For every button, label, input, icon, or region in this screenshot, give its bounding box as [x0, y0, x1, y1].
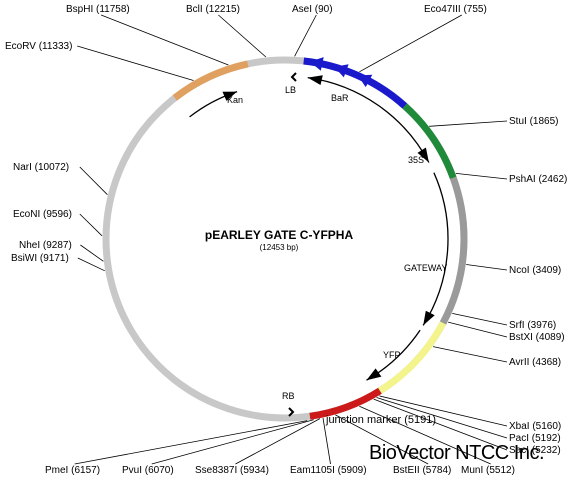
bar-direction-arrow: [307, 76, 430, 163]
restriction-site-label: Eam1105I (5909): [290, 465, 367, 476]
restriction-site-label: PvuI (6070): [122, 465, 174, 476]
site-leader-line: [79, 213, 103, 237]
restriction-site-label: BstEII (5784): [393, 465, 451, 476]
kan-label: Kan: [227, 95, 243, 105]
site-leader-line: [379, 395, 508, 427]
kan-arc: [172, 60, 249, 101]
bar-arrowhead: [357, 74, 373, 88]
site-leader-line: [322, 417, 331, 465]
inner-arrowheads: [222, 75, 435, 381]
site-leader-line: [74, 420, 308, 465]
bar-arrowheads: [309, 57, 373, 88]
restriction-site-label: SacI (5232): [509, 445, 561, 456]
site-leader-line: [359, 14, 462, 73]
restriction-site-label: PmeI (6157): [45, 465, 100, 476]
restriction-site-label: NcoI (3409): [509, 265, 561, 276]
brand-watermark: BioVector NTCC Inc.: [369, 442, 544, 464]
restriction-site-label: BclI (12215): [186, 4, 240, 15]
site-leader-line: [100, 14, 229, 66]
restriction-site-label: BspHI (11758): [66, 4, 130, 15]
restriction-site-label: PshAI (2462): [509, 174, 567, 185]
promoter-label: 35S: [408, 155, 424, 165]
junction-arc: [309, 387, 382, 420]
site-leader-line: [77, 45, 194, 81]
site-leader-line: [79, 166, 108, 195]
restriction-site-label: EcoRV (11333): [5, 41, 72, 52]
gateway-direction-arrow: [422, 172, 449, 326]
plasmid-title: pEARLEY GATE C-YFPHA: [205, 228, 354, 242]
restriction-site-label: Eco47III (755): [424, 4, 487, 15]
gateway-arc: [439, 176, 468, 325]
yfp-arc: [378, 321, 447, 394]
site-leader-line: [455, 173, 508, 180]
site-labels: BspHI (11758) BclI (12215) AseI (90) Eco47I…: [5, 4, 567, 476]
restriction-site-label: PacI (5192): [509, 433, 561, 444]
lb-label: LB: [285, 85, 296, 95]
direction-arrowhead: [307, 75, 323, 85]
restriction-site-label: BsiWI (9171): [11, 253, 69, 264]
site-leader-line: [452, 313, 508, 326]
site-leader-line: [429, 120, 508, 127]
site-leader-line: [151, 419, 314, 465]
restriction-site-label: BstXI (4089): [509, 332, 565, 343]
site-leader-line: [294, 14, 317, 57]
yfp-label: YFP: [383, 350, 401, 360]
bar-label: BaR: [331, 93, 349, 103]
gateway-label: GATEWAY: [404, 263, 447, 273]
site-leader-line: [235, 418, 321, 465]
promoter-arc: [402, 103, 457, 180]
restriction-site-label: NarI (10072): [13, 162, 69, 173]
site-leader-line: [80, 244, 104, 262]
direction-arrowhead: [417, 147, 429, 163]
direction-arrowhead: [366, 368, 382, 381]
site-leader-line: [335, 414, 429, 465]
site-leader-line: [433, 346, 508, 363]
restriction-site-label: MunI (5512): [461, 465, 515, 476]
site-leader-line: [218, 14, 267, 58]
restriction-site-label: StuI (1865): [509, 116, 558, 127]
bar-arrowhead: [309, 57, 324, 71]
direction-arrowhead: [222, 91, 238, 101]
restriction-site-label: XbaI (5160): [509, 421, 561, 432]
site-leader-line: [373, 398, 508, 451]
plasmid-size: (12453 bp): [260, 243, 299, 252]
site-leader-line: [359, 405, 491, 465]
site-leader-line: [77, 257, 105, 272]
direction-arrowhead: [423, 310, 435, 326]
site-leader-line: [376, 397, 508, 439]
restriction-site-label: AvrII (4368): [509, 357, 561, 368]
restriction-site-label: AseI (90): [292, 4, 333, 15]
restriction-site-label: SrfI (3976): [509, 320, 556, 331]
rb-label: RB: [282, 391, 295, 401]
restriction-site-label: Sse8387I (5934): [195, 465, 269, 476]
restriction-site-label: EcoNI (9596): [13, 209, 72, 220]
bar-arrowhead: [334, 64, 349, 78]
site-leader-lines: [74, 14, 508, 465]
site-leader-line: [448, 321, 508, 338]
lb-marker: [290, 72, 297, 82]
rb-marker: [288, 407, 295, 417]
restriction-site-label: NheI (9287): [19, 240, 72, 251]
site-leader-line: [466, 264, 508, 271]
junction-marker-label: junction marker (5191): [325, 414, 436, 426]
